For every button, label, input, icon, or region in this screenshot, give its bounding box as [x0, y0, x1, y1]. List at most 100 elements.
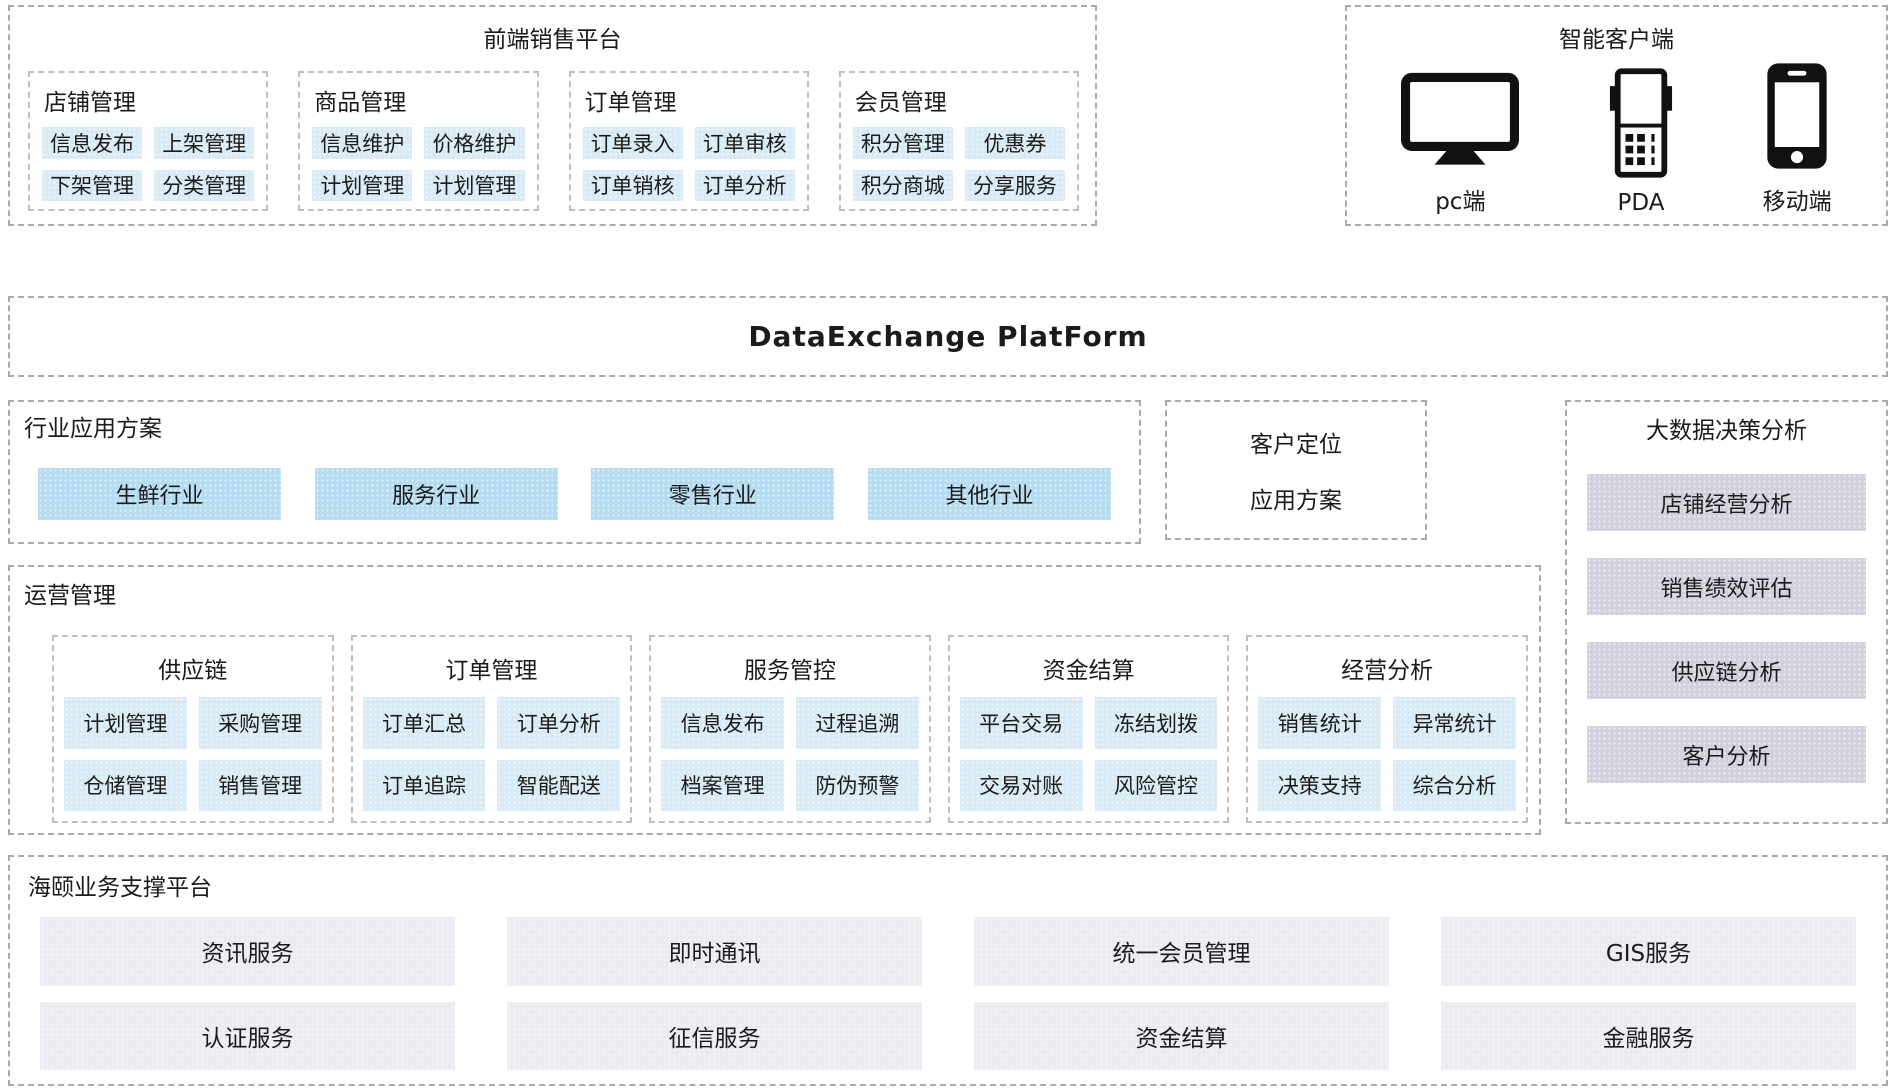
frontend-platform-title: 前端销售平台 [483, 27, 622, 53]
support-service: 即时通讯 [507, 917, 922, 986]
group-product-management: 商品管理 信息维护 价格维护 计划管理 计划管理 [298, 71, 539, 211]
feature-chip: 交易对账 [959, 759, 1083, 811]
feature-chip: 仓储管理 [64, 759, 187, 811]
bigdata-chip: 客户分析 [1587, 726, 1866, 783]
feature-chip: 异常统计 [1393, 697, 1516, 749]
feature-chip: 销售管理 [198, 759, 322, 811]
customer-positioning-line1: 客户定位 [1250, 432, 1342, 458]
frontend-groups: 店铺管理 信息发布 上架管理 下架管理 分类管理 商品管理 信息维护 价格维护 … [28, 71, 1079, 211]
feature-chip: 信息发布 [42, 127, 143, 159]
industry-solutions-panel: 行业应用方案 生鲜行业 服务行业 零售行业 其他行业 [8, 400, 1141, 544]
feature-chip: 信息维护 [312, 127, 413, 159]
group-fund-settlement: 资金结算 平台交易 冻结划拨 交易对账 风险管控 [947, 635, 1230, 823]
feature-chip: 冻结划拨 [1094, 697, 1218, 749]
bigdata-chip: 店铺经营分析 [1587, 474, 1866, 531]
feature-chip: 价格维护 [424, 127, 525, 159]
device-label: PDA [1617, 190, 1665, 216]
industry-item: 生鲜行业 [38, 468, 281, 520]
support-service: 资金结算 [974, 1001, 1389, 1070]
feature-chip: 过程追溯 [795, 697, 919, 749]
group-title: 订单管理 [584, 90, 677, 116]
smart-client-panel: 智能客户端 pc端 [1345, 5, 1888, 226]
feature-chip: 订单追踪 [362, 759, 486, 811]
operations-groups: 供应链 计划管理 采购管理 仓储管理 销售管理 订单管理 订单汇总 订单分析 订… [52, 635, 1528, 823]
feature-chip: 订单分析 [694, 169, 795, 201]
group-ops-order-management: 订单管理 订单汇总 订单分析 订单追踪 智能配送 [350, 635, 633, 823]
device-label: 移动端 [1762, 189, 1832, 215]
chip-grid: 信息发布 上架管理 下架管理 分类管理 [42, 127, 255, 201]
feature-chip: 档案管理 [661, 759, 784, 811]
device-list: pc端 [1357, 63, 1876, 216]
group-title: 经营分析 [1341, 658, 1434, 684]
data-exchange-title: DataExchange PlatForm [748, 320, 1148, 353]
chip-grid: 订单汇总 订单分析 订单追踪 智能配送 [362, 697, 621, 811]
feature-chip: 智能配送 [497, 759, 621, 811]
group-supply-chain: 供应链 计划管理 采购管理 仓储管理 销售管理 [52, 635, 334, 823]
support-service: 金融服务 [1441, 1001, 1856, 1070]
customer-positioning-line2: 应用方案 [1250, 488, 1342, 514]
group-service-control: 服务管控 信息发布 过程追溯 档案管理 防伪预警 [649, 635, 931, 823]
operations-title: 运营管理 [24, 583, 116, 609]
feature-chip: 上架管理 [154, 127, 255, 159]
feature-chip: 订单汇总 [362, 697, 486, 749]
feature-chip: 订单分析 [497, 697, 621, 749]
chip-grid: 积分管理 优惠券 积分商城 分享服务 [852, 127, 1065, 201]
chip-grid: 信息维护 价格维护 计划管理 计划管理 [312, 127, 525, 201]
feature-chip: 信息发布 [661, 697, 784, 749]
pda-icon [1608, 68, 1674, 182]
feature-chip: 积分商城 [852, 169, 953, 201]
group-title: 资金结算 [1042, 658, 1135, 684]
chip-grid: 销售统计 异常统计 决策支持 综合分析 [1258, 697, 1516, 811]
support-platform-title: 海颐业务支撑平台 [28, 875, 212, 901]
feature-chip: 积分管理 [852, 127, 953, 159]
group-title: 订单管理 [445, 658, 538, 684]
feature-chip: 优惠券 [964, 127, 1065, 159]
group-title: 商品管理 [314, 90, 407, 116]
industry-title: 行业应用方案 [24, 416, 162, 442]
group-business-analysis: 经营分析 销售统计 异常统计 决策支持 综合分析 [1246, 635, 1528, 823]
chip-grid: 订单录入 订单审核 订单销核 订单分析 [582, 127, 795, 201]
feature-chip: 平台交易 [959, 697, 1083, 749]
feature-chip: 风险管控 [1094, 759, 1218, 811]
support-service: 征信服务 [507, 1001, 922, 1070]
group-title: 会员管理 [854, 90, 947, 116]
feature-chip: 决策支持 [1258, 759, 1382, 811]
feature-chip: 订单销核 [582, 169, 683, 201]
feature-chip: 计划管理 [312, 169, 413, 201]
industry-row: 生鲜行业 服务行业 零售行业 其他行业 [38, 468, 1111, 520]
bigdata-chip-list: 店铺经营分析 销售绩效评估 供应链分析 客户分析 [1587, 474, 1866, 783]
support-service: 资讯服务 [40, 917, 455, 986]
frontend-sales-platform-panel: 前端销售平台 店铺管理 信息发布 上架管理 下架管理 分类管理 商品管理 信息维… [8, 5, 1097, 226]
group-store-management: 店铺管理 信息发布 上架管理 下架管理 分类管理 [28, 71, 269, 211]
support-service: 认证服务 [40, 1001, 455, 1070]
support-platform-panel: 海颐业务支撑平台 资讯服务 即时通讯 统一会员管理 GIS服务 认证服务 征信服… [8, 855, 1888, 1086]
support-service: 统一会员管理 [974, 917, 1389, 986]
feature-chip: 分享服务 [964, 169, 1065, 201]
data-exchange-platform-band: DataExchange PlatForm [8, 296, 1888, 377]
chip-grid: 信息发布 过程追溯 档案管理 防伪预警 [661, 697, 919, 811]
group-title: 店铺管理 [44, 90, 136, 116]
support-service-grid: 资讯服务 即时通讯 统一会员管理 GIS服务 认证服务 征信服务 资金结算 金融… [40, 917, 1856, 1070]
feature-chip: 销售统计 [1258, 697, 1382, 749]
group-title: 供应链 [158, 658, 228, 684]
feature-chip: 订单审核 [694, 127, 795, 159]
group-member-management: 会员管理 积分管理 优惠券 积分商城 分享服务 [838, 71, 1079, 211]
operations-management-panel: 运营管理 供应链 计划管理 采购管理 仓储管理 销售管理 订单管理 订单汇总 订… [8, 565, 1541, 835]
bigdata-analysis-panel: 大数据决策分析 店铺经营分析 销售绩效评估 供应链分析 客户分析 [1565, 400, 1888, 824]
feature-chip: 计划管理 [424, 169, 525, 201]
industry-item: 零售行业 [591, 468, 835, 520]
industry-item: 其他行业 [867, 468, 1111, 520]
device-pc: pc端 [1401, 69, 1520, 216]
bigdata-chip: 销售绩效评估 [1587, 558, 1866, 615]
bigdata-title: 大数据决策分析 [1646, 418, 1807, 444]
customer-positioning-panel: 客户定位 应用方案 [1165, 400, 1427, 540]
device-label: pc端 [1435, 189, 1486, 215]
chip-grid: 计划管理 采购管理 仓储管理 销售管理 [64, 697, 322, 811]
group-order-management: 订单管理 订单录入 订单审核 订单销核 订单分析 [568, 71, 809, 211]
feature-chip: 订单录入 [582, 127, 683, 159]
feature-chip: 计划管理 [64, 697, 187, 749]
feature-chip: 采购管理 [198, 697, 322, 749]
device-mobile: 移动端 [1762, 63, 1832, 216]
device-pda: PDA [1608, 68, 1674, 216]
